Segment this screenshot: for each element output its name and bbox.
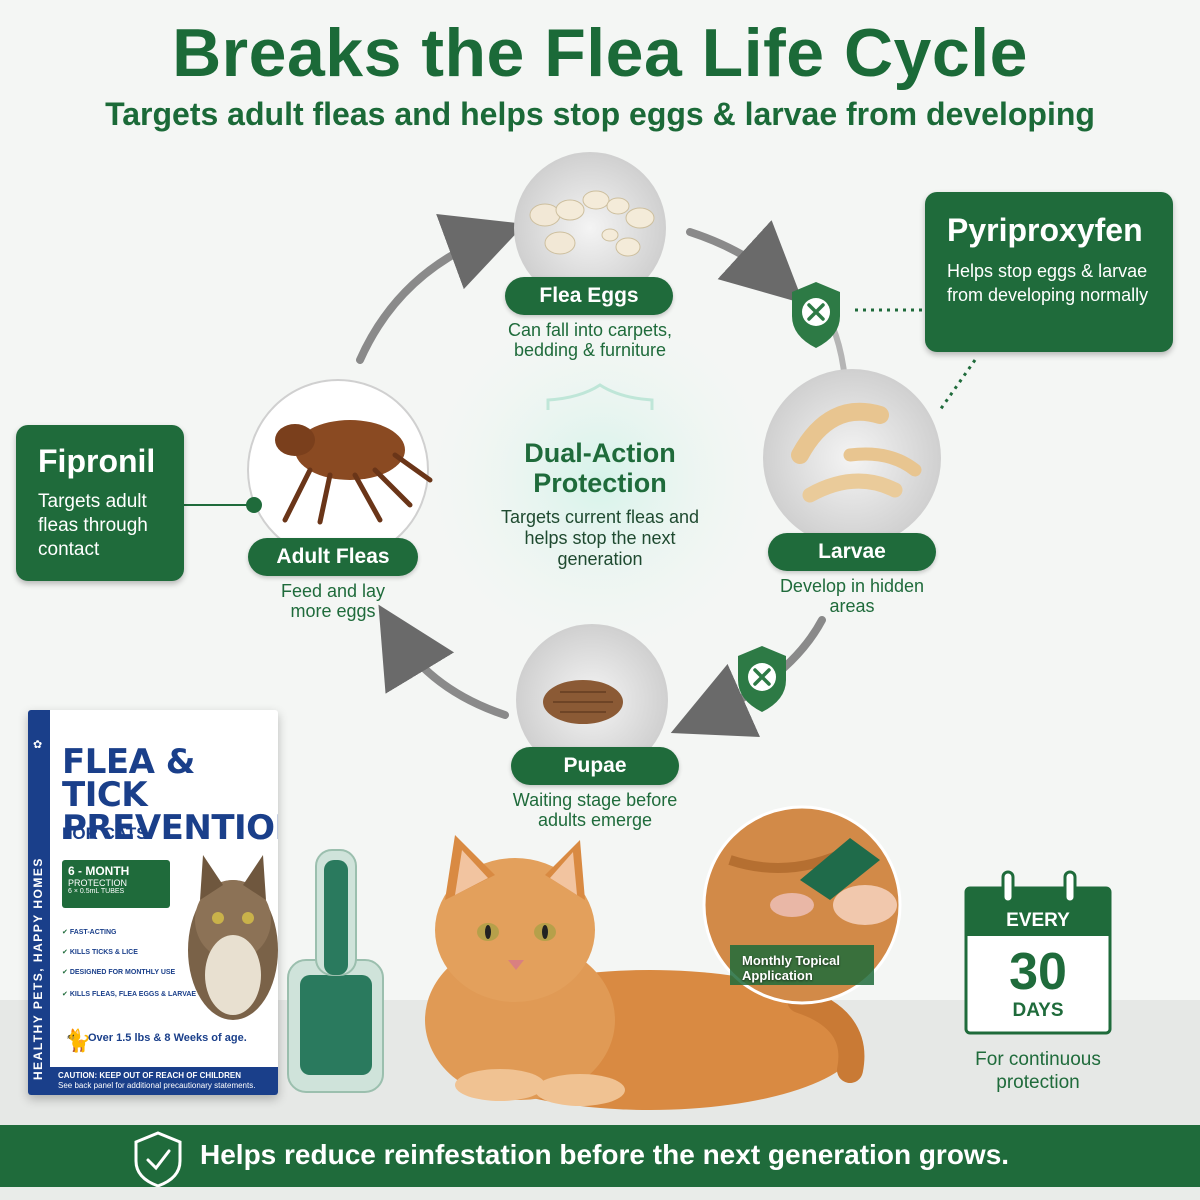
center-shield-outline (546, 383, 654, 410)
bottom-banner: Helps reduce reinfestation before the ne… (0, 1125, 1200, 1187)
center-title: Dual-Action Protection (524, 438, 676, 498)
box-cat-image (188, 855, 278, 1020)
cat-icon: 🐈 (64, 1028, 92, 1053)
applicator-tube (287, 849, 384, 1093)
stage-label-pupae: Pupae (511, 747, 679, 785)
center-glow (410, 290, 790, 670)
stage-desc-pupae: Waiting stage before adults emerge (512, 790, 678, 830)
box-feature-4: KILLS FLEAS, FLEA EGGS & LARVAE (62, 990, 196, 998)
calendar-number: 30 (1009, 943, 1067, 1001)
stage-label-adult-fleas: Adult Fleas (248, 538, 418, 576)
box-caution: CAUTION: KEEP OUT OF REACH OF CHILDREN S… (50, 1067, 278, 1095)
stage-desc-adult-fleas: Feed and lay more eggs (280, 581, 386, 621)
box-feature-3: DESIGNED FOR MONTHLY USE (62, 968, 175, 976)
pyriproxyfen-title: Pyriproxyfen (947, 212, 1143, 248)
arrow-eggs-to-larvae (686, 220, 804, 304)
paw-icon: ✿ (33, 739, 43, 751)
larvae-image (763, 369, 941, 547)
stage-label-larvae: Larvae (768, 533, 936, 571)
box-title: FLEA & TICK PREVENTION (62, 742, 278, 848)
application-label: Monthly Topical Application (742, 953, 840, 983)
calendar-unit: DAYS (1012, 1000, 1064, 1021)
bottom-strip (0, 1187, 1200, 1200)
pyriproxyfen-card: Pyriproxyfen Helps stop eggs & larvae fr… (925, 192, 1173, 352)
fipronil-title: Fipronil (38, 443, 156, 479)
product-box: HEALTHY PETS, HAPPY HOMES ✿ FLEA & TICK … (28, 710, 278, 1095)
fipronil-connector-dot (246, 497, 262, 513)
shield-x-icon-upper (792, 282, 840, 348)
badge-title: 6 - MONTH (68, 864, 130, 878)
badge-sub: PROTECTION (68, 878, 128, 888)
flea-eggs-image (514, 152, 666, 304)
calendar-every: EVERY (1006, 910, 1070, 931)
shield-x-icon-lower (738, 646, 786, 712)
box-feature-1: FAST-ACTING (62, 928, 117, 936)
calendar-caption: For continuous protection (975, 1049, 1101, 1093)
fipronil-body: Targets adult fleas through contact (38, 491, 148, 560)
fipronil-card: Fipronil Targets adult fleas through con… (16, 425, 184, 581)
topical-application-image (702, 805, 902, 1005)
stage-desc-flea-eggs: Can fall into carpets, bedding & furnitu… (507, 320, 673, 360)
banner-text: Helps reduce reinfestation before the ne… (200, 1139, 1010, 1170)
box-protection-badge: 6 - MONTH PROTECTION 6 × 0.5mL TUBES (62, 860, 170, 908)
box-feature-2: KILLS TICKS & LICE (62, 948, 138, 956)
box-caution-detail: See back panel for additional precaution… (58, 1081, 256, 1090)
pupae-image (516, 624, 668, 776)
box-subtitle: FOR CATS (62, 824, 148, 843)
arrow-adults-to-eggs (356, 214, 526, 364)
calendar-icon (964, 870, 1112, 1035)
orange-cat-image (425, 835, 865, 1110)
stage-desc-larvae: Develop in hidden areas (779, 576, 925, 616)
box-caution-title: CAUTION: KEEP OUT OF REACH OF CHILDREN (58, 1071, 241, 1080)
page-subtitle: Targets adult fleas and helps stop eggs … (105, 96, 1095, 132)
pyriproxyfen-body: Helps stop eggs & larvae from developing… (947, 261, 1149, 305)
page-title: Breaks the Flea Life Cycle (172, 15, 1028, 91)
adult-flea-image (247, 379, 433, 561)
center-body: Targets current fleas and helps stop the… (500, 507, 700, 569)
box-side-panel: HEALTHY PETS, HAPPY HOMES (28, 710, 50, 1095)
badge-detail: 6 × 0.5mL TUBES (68, 888, 125, 895)
pyriproxyfen-connector-lower (938, 359, 977, 411)
stage-label-flea-eggs: Flea Eggs (505, 277, 673, 315)
box-side-text: HEALTHY PETS, HAPPY HOMES (31, 857, 45, 1080)
arrow-pupae-to-adults (378, 604, 509, 719)
box-weight: Over 1.5 lbs & 8 Weeks of age. (88, 1032, 247, 1044)
